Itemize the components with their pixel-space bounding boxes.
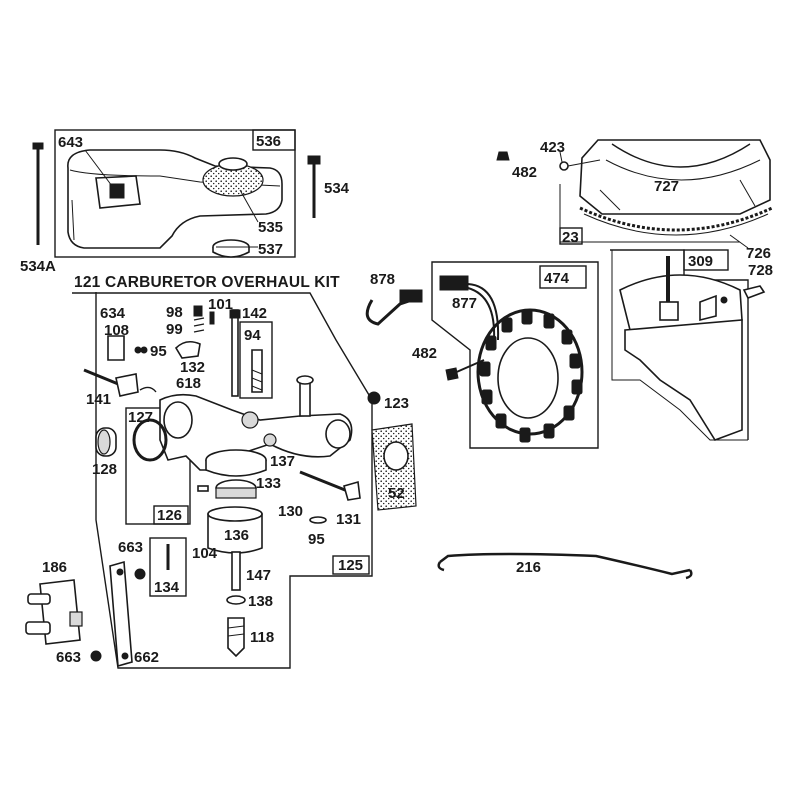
throttle-lever-132 xyxy=(174,340,201,359)
label-216: 216 xyxy=(516,559,541,576)
screw-423 xyxy=(559,161,569,171)
label-99: 99 xyxy=(166,321,183,338)
label-95-top: 95 xyxy=(150,343,167,360)
spring-104 xyxy=(197,485,209,492)
bolt-534 xyxy=(307,155,321,218)
label-482-stator: 482 xyxy=(412,345,437,362)
label-138: 138 xyxy=(248,593,273,610)
connector-877 xyxy=(439,275,469,291)
alternator-frame xyxy=(431,261,599,449)
callout-box-94 xyxy=(239,321,273,399)
label-101: 101 xyxy=(208,296,233,313)
label-727: 727 xyxy=(654,178,679,195)
label-634: 634 xyxy=(100,305,126,322)
label-423: 423 xyxy=(540,139,565,156)
screw-663 xyxy=(134,568,146,580)
label-534A: 534A xyxy=(20,258,56,275)
label-186: 186 xyxy=(42,559,67,576)
label-482-top: 482 xyxy=(512,164,537,181)
bolt-534A xyxy=(32,142,44,245)
carburetor-kit-group xyxy=(25,292,417,669)
label-130: 130 xyxy=(278,503,303,520)
fuel-tank-group xyxy=(32,129,321,258)
label-537: 537 xyxy=(258,241,283,258)
fuel-tank-frame xyxy=(54,129,296,258)
link-216 xyxy=(437,552,693,580)
valve-118 xyxy=(227,617,245,658)
label-141: 141 xyxy=(86,391,111,408)
label-125: 125 xyxy=(338,557,363,574)
intake-flange xyxy=(325,419,351,449)
screw-98 xyxy=(193,305,203,317)
label-52: 52 xyxy=(388,485,405,502)
label-108: 108 xyxy=(104,322,129,339)
nut-123 xyxy=(367,391,381,405)
callout-box-125 xyxy=(332,555,370,575)
callout-box-23 xyxy=(559,227,583,245)
label-662: 662 xyxy=(134,649,159,666)
label-137: 137 xyxy=(270,453,295,470)
flywheel-group xyxy=(496,139,773,249)
label-878: 878 xyxy=(370,271,395,288)
label-118: 118 xyxy=(250,629,274,646)
stud-728 xyxy=(742,285,766,300)
label-142: 142 xyxy=(242,305,267,322)
label-127: 127 xyxy=(128,409,153,426)
label-618: 618 xyxy=(176,375,201,392)
lever-662 xyxy=(109,560,133,668)
alternator-group xyxy=(365,261,599,449)
label-877: 877 xyxy=(452,295,477,312)
blower-housing xyxy=(579,139,771,215)
label-309: 309 xyxy=(688,253,713,270)
label-123: 123 xyxy=(384,395,409,412)
callout-box-474 xyxy=(539,265,587,289)
label-534: 534 xyxy=(324,180,350,197)
label-23: 23 xyxy=(562,229,579,246)
label-132: 132 xyxy=(180,359,205,376)
callout-labels: 121 CARBURETOR OVERHAUL KIT 643 536 534 … xyxy=(20,133,773,666)
callout-box-309 xyxy=(683,249,729,271)
screw-663-b xyxy=(90,650,102,662)
label-728: 728 xyxy=(748,262,773,279)
label-536: 536 xyxy=(256,133,281,150)
kit-title: 121 CARBURETOR OVERHAUL KIT xyxy=(74,274,340,291)
label-663-top: 663 xyxy=(118,539,143,556)
label-128: 128 xyxy=(92,461,117,478)
fuel-pipe xyxy=(299,379,311,417)
engine-block-group xyxy=(610,249,766,441)
label-134: 134 xyxy=(154,579,180,596)
callout-box-536 xyxy=(252,129,296,151)
ring-gear xyxy=(579,206,773,232)
plate-108 xyxy=(107,335,125,361)
kit-frame xyxy=(72,292,373,669)
label-474: 474 xyxy=(544,270,570,287)
gasket-127 xyxy=(132,418,168,462)
label-98: 98 xyxy=(166,304,183,321)
label-131: 131 xyxy=(336,511,361,528)
screw-142 xyxy=(231,309,239,397)
pin-101 xyxy=(209,311,215,325)
label-94: 94 xyxy=(244,327,261,344)
callout-box-134 xyxy=(149,537,187,597)
screw-131 xyxy=(299,470,351,494)
crankcase-body xyxy=(624,319,743,441)
label-726: 726 xyxy=(746,245,771,262)
washer-95 xyxy=(309,516,327,524)
label-95-bottom: 95 xyxy=(308,531,325,548)
washer-138 xyxy=(226,595,246,605)
screw-482-stator xyxy=(445,367,459,381)
label-133: 133 xyxy=(256,475,281,492)
screw-482 xyxy=(496,151,510,161)
label-643: 643 xyxy=(58,134,83,151)
label-126: 126 xyxy=(157,507,182,524)
needle-147 xyxy=(231,551,241,591)
label-104: 104 xyxy=(192,545,218,562)
label-663-bottom: 663 xyxy=(56,649,81,666)
wire-lead-878 xyxy=(365,296,419,326)
label-147: 147 xyxy=(246,567,271,584)
label-535: 535 xyxy=(258,219,283,236)
label-136: 136 xyxy=(224,527,249,544)
